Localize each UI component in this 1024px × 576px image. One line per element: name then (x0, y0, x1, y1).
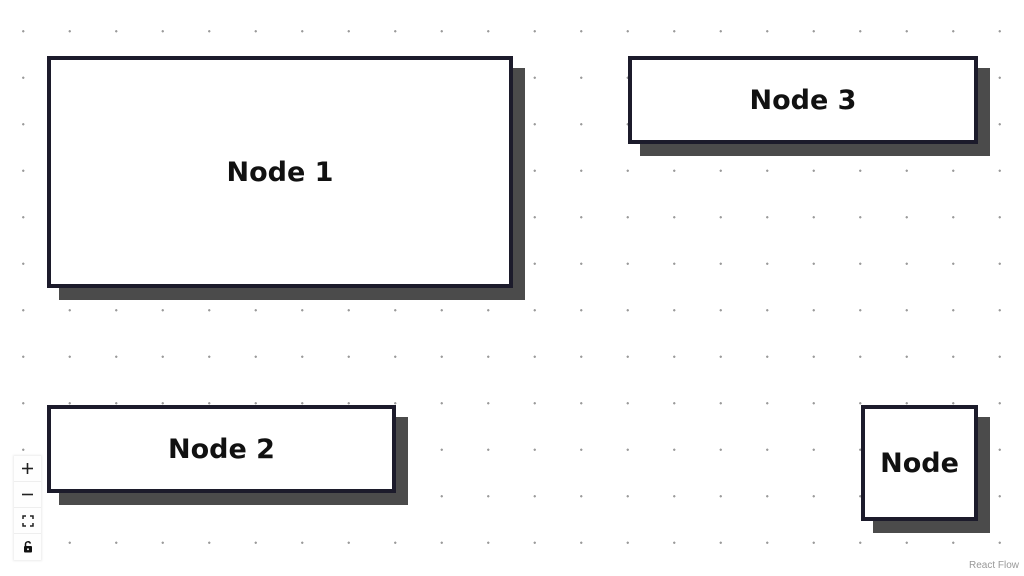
node-2[interactable]: Node 2 (47, 405, 396, 493)
flow-controls (14, 456, 41, 560)
toggle-interactivity-button[interactable] (14, 534, 41, 560)
node-1[interactable]: Node 1 (47, 56, 513, 288)
minus-icon (22, 493, 33, 496)
fit-view-icon (21, 514, 34, 527)
plus-icon (22, 463, 33, 474)
node-label: Node 3 (749, 84, 857, 116)
zoom-out-button[interactable] (14, 482, 41, 508)
node-label: Node 2 (168, 433, 275, 465)
unlock-icon (23, 541, 32, 553)
fit-view-button[interactable] (14, 508, 41, 534)
react-flow-attribution[interactable]: React Flow (966, 558, 1021, 573)
node-3[interactable]: Node 3 (628, 56, 978, 144)
zoom-in-button[interactable] (14, 456, 41, 482)
node-label: Node 1 (226, 156, 334, 188)
node-4[interactable]: Node (861, 405, 978, 521)
node-label: Node (880, 447, 959, 479)
